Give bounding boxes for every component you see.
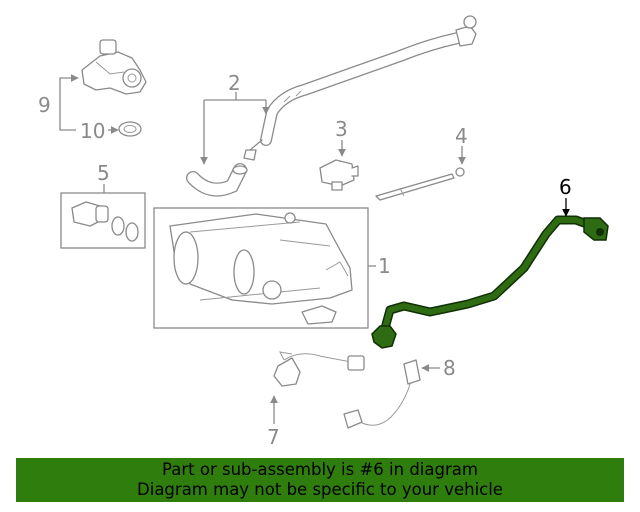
- callout-2-bracket: [204, 92, 270, 164]
- callout-1: 1: [378, 254, 391, 278]
- part-5-box: [60, 192, 146, 249]
- part-3-valve: [319, 159, 359, 191]
- part-4-rod: [375, 167, 465, 201]
- part-6-purge-tube: [371, 215, 609, 349]
- part-8-sensor: [343, 359, 421, 429]
- callout-9: 9: [38, 93, 51, 117]
- callout-10: 10: [80, 119, 105, 143]
- callout-8: 8: [443, 356, 456, 380]
- callout-2: 2: [228, 71, 241, 95]
- part-5-seal-kit: [71, 201, 139, 242]
- callout-9-bracket: [59, 74, 119, 134]
- parts-diagram: 9 10 2 3 4 5: [38, 15, 609, 449]
- callout-7: 7: [267, 425, 280, 449]
- part-1-box: [153, 207, 369, 329]
- callout-3: 3: [335, 117, 348, 141]
- part-1-canister: [169, 212, 353, 325]
- callout-4: 4: [455, 124, 468, 148]
- callout-6: 6: [559, 175, 572, 199]
- part-10-o-ring: [118, 121, 142, 137]
- callout-5: 5: [97, 161, 110, 185]
- banner-line-1: Part or sub-assembly is #6 in diagram: [162, 460, 478, 479]
- banner-line-2: Diagram may not be specific to your vehi…: [137, 480, 503, 499]
- part-7-sensor: [273, 351, 365, 387]
- part-2-hose: [186, 15, 477, 197]
- info-banner: Part or sub-assembly is #6 in diagram Di…: [16, 458, 624, 502]
- part-9-solenoid: [81, 39, 147, 95]
